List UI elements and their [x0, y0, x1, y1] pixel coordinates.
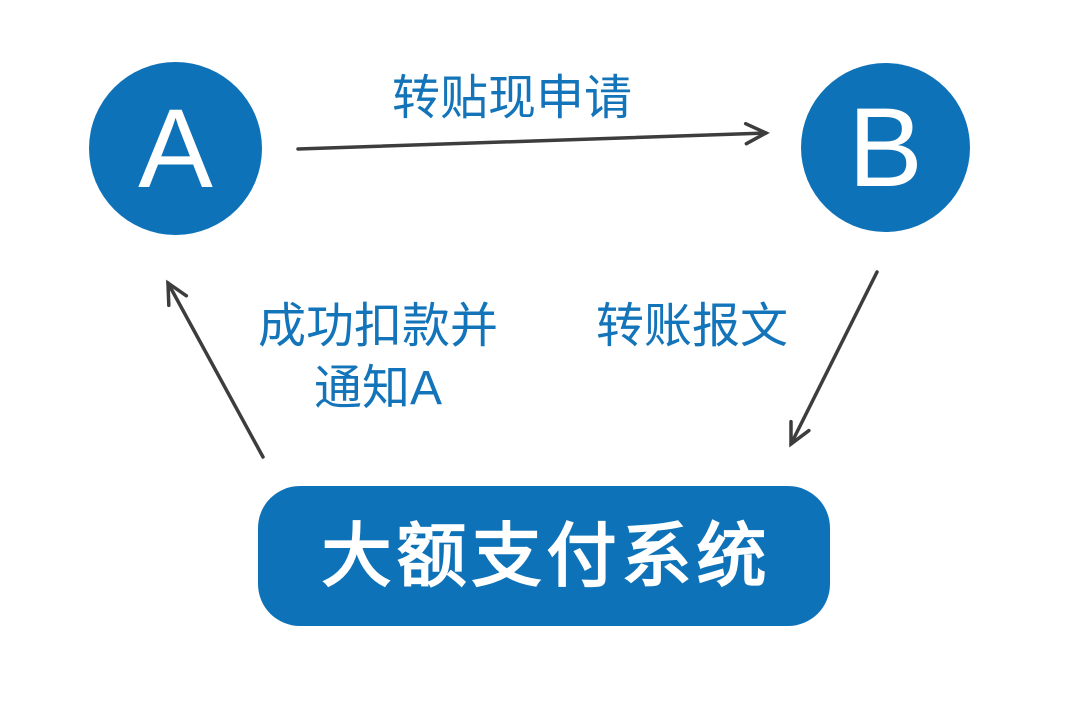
node-b-label: B	[848, 84, 923, 210]
node-payment-system-label: 大额支付系统	[321, 517, 772, 595]
node-b: B	[801, 63, 970, 232]
edge-label-system-to-a-line1: 成功扣款并	[257, 300, 498, 353]
node-payment-system: 大额支付系统	[258, 486, 830, 626]
node-a-label: A	[138, 85, 213, 211]
arrow-b-to-system	[789, 270, 879, 448]
edge-label-a-to-b: 转贴现申请	[392, 72, 633, 125]
node-a: A	[89, 62, 262, 235]
edge-label-system-to-a-line2: 通知A	[313, 362, 443, 416]
edge-label-system-to-a: 成功扣款并 通知A	[232, 296, 524, 421]
arrow-system-to-a	[166, 279, 265, 459]
edge-label-b-to-system: 转账报文	[596, 300, 789, 353]
arrow-a-to-b	[296, 121, 770, 151]
